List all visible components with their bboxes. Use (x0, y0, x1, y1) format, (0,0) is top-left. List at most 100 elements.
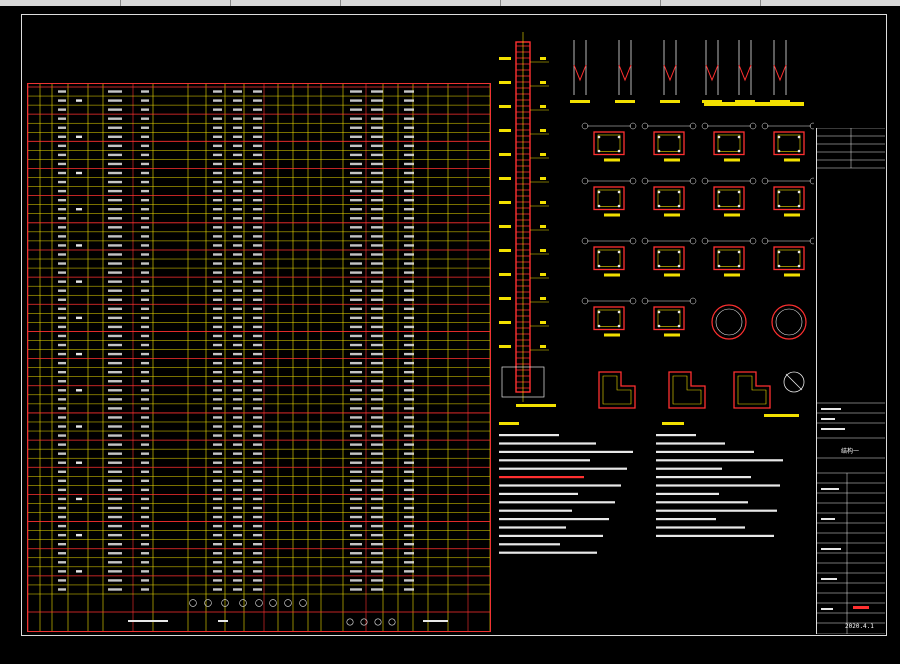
axis-bubble (749, 177, 757, 185)
toolbar-segment[interactable] (230, 0, 341, 6)
title-block-text-mark (821, 518, 835, 520)
section-outline (593, 306, 625, 331)
cell-text-mark (233, 298, 242, 301)
title-block-text-mark (821, 428, 845, 430)
cell-text-mark (58, 470, 66, 473)
cell-text-mark (253, 316, 262, 320)
cell-text-mark (141, 361, 149, 365)
cell-text-mark (213, 361, 222, 365)
toolbar-segment[interactable] (340, 0, 501, 6)
cell-text-mark (350, 588, 362, 591)
cell-text-mark (213, 452, 222, 455)
toolbar-segment[interactable] (120, 0, 231, 6)
cell-text-mark (141, 262, 149, 265)
cell-text-mark (350, 533, 362, 537)
cell-text-mark (404, 506, 414, 510)
rebar-dot (597, 310, 601, 314)
rebar-dot (677, 250, 681, 254)
cell-text-mark (371, 343, 383, 347)
cell-text-mark (108, 226, 122, 229)
axis-bubble (629, 237, 637, 245)
cell-text-mark (404, 343, 414, 347)
section-outline (773, 246, 805, 271)
cell-text-mark (58, 488, 66, 492)
cell-text-mark (253, 524, 262, 528)
note-line-right (656, 484, 780, 487)
cell-text-mark (213, 506, 222, 510)
rebar-dot (597, 190, 601, 194)
cell-text-mark (58, 262, 66, 265)
cell-text-mark (213, 533, 222, 537)
rebar-dot (777, 135, 781, 139)
axis-circle (346, 618, 354, 626)
cell-text-mark (233, 398, 242, 401)
cell-text-mark (108, 135, 122, 138)
cell-text-mark (141, 524, 149, 528)
cell-text-mark (404, 443, 414, 446)
cell-text-mark (233, 380, 242, 383)
circular-section-inner (715, 308, 743, 336)
dimension-text-mark (540, 81, 546, 84)
cell-text-mark (350, 552, 362, 555)
note-line-right (656, 459, 783, 462)
cell-text-mark (141, 461, 149, 464)
dimension-text-mark (499, 273, 511, 276)
cell-text-mark (108, 533, 122, 537)
cell-text-mark (404, 271, 414, 274)
cell-text-mark (76, 497, 82, 501)
section-label-mark (664, 273, 680, 277)
footer-text-mark (423, 620, 448, 622)
cell-text-mark (233, 533, 242, 537)
cell-text-mark (141, 443, 149, 446)
cell-text-mark (350, 198, 362, 202)
cell-text-mark (253, 533, 262, 537)
rebar-dot (617, 135, 621, 139)
cell-text-mark (108, 235, 122, 238)
cell-text-mark (233, 153, 242, 157)
cell-text-mark (213, 515, 222, 519)
axis-bubble (701, 122, 709, 130)
cell-text-mark (108, 398, 122, 401)
cell-text-mark (233, 488, 242, 492)
cell-text-mark (141, 180, 149, 184)
cell-text-mark (213, 488, 222, 492)
cell-text-mark (404, 452, 414, 455)
cell-text-mark (371, 108, 383, 111)
footer-text-mark (128, 620, 168, 622)
title-block-red-mark (853, 606, 869, 609)
cell-text-mark (108, 162, 122, 166)
rebar-dot (777, 264, 781, 268)
cell-text-mark (253, 343, 262, 347)
section-outline (773, 131, 805, 156)
toolbar-segment[interactable] (660, 0, 761, 6)
cell-text-mark (253, 171, 262, 175)
cell-text-mark (58, 280, 66, 283)
section-outline (593, 186, 625, 211)
cell-text-mark (253, 479, 262, 483)
cell-text-mark (58, 524, 66, 528)
irregular-section-stirrup (737, 375, 767, 405)
cell-text-mark (404, 99, 414, 102)
dimension-text-mark (540, 177, 546, 180)
cell-text-mark (404, 398, 414, 401)
cell-text-mark (350, 235, 362, 238)
cell-text-mark (404, 552, 414, 555)
cell-text-mark (141, 162, 149, 166)
toolbar-segment[interactable] (0, 0, 121, 6)
cell-text-mark (350, 416, 362, 419)
dimension-text-mark (499, 177, 511, 180)
title-block-text-mark (821, 608, 833, 610)
axis-circle (284, 599, 292, 607)
cell-text-mark (108, 416, 122, 419)
cell-text-mark (233, 226, 242, 229)
cell-text-mark (58, 361, 66, 365)
cell-text-mark (108, 280, 122, 283)
rebar-dot (717, 264, 721, 268)
toolbar-segment[interactable] (500, 0, 661, 6)
cell-text-mark (253, 217, 262, 220)
rebar-dot (737, 250, 741, 254)
cell-text-mark (253, 434, 262, 437)
cell-text-mark (141, 135, 149, 138)
cell-text-mark (371, 307, 383, 311)
note-line-right (656, 467, 722, 470)
